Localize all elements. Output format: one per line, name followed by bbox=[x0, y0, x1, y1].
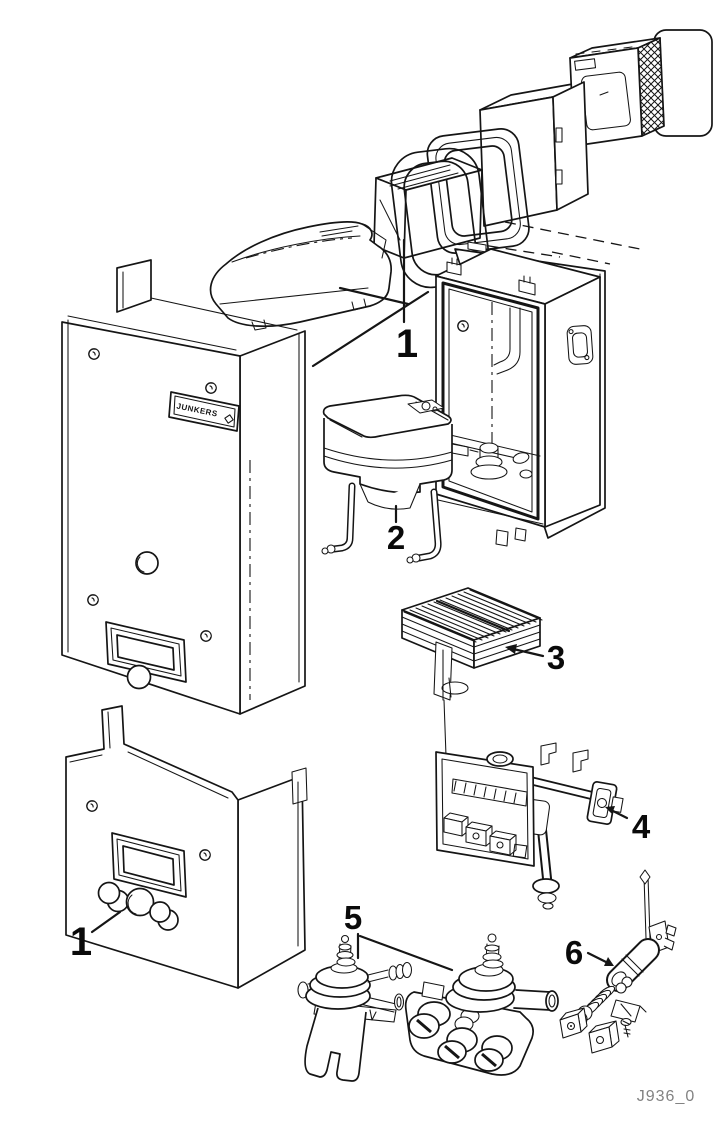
duct-box-side bbox=[552, 81, 589, 211]
inner-duct bbox=[373, 157, 483, 259]
terminal-block-2 bbox=[588, 1020, 620, 1054]
screw-head-icon bbox=[88, 348, 100, 360]
callout-1-top-label: 1 bbox=[396, 322, 418, 366]
control-knobs bbox=[97, 881, 179, 931]
terminal-block-1 bbox=[559, 1007, 588, 1039]
screw-head-icon bbox=[87, 594, 99, 606]
flue-terminal-assembly bbox=[479, 29, 713, 147]
flue-duct-assembly bbox=[373, 81, 589, 289]
water-valves: 5 bbox=[297, 899, 559, 1082]
lower-window bbox=[111, 832, 187, 898]
callout-6-label: 6 bbox=[565, 934, 583, 971]
draught-hood-cover bbox=[209, 221, 392, 331]
fins bbox=[401, 589, 543, 662]
callout-5-label: 5 bbox=[344, 899, 362, 936]
arrowhead bbox=[605, 806, 615, 814]
housing-side bbox=[544, 276, 601, 528]
arrowhead bbox=[604, 957, 614, 966]
gas-inlet-fitting bbox=[586, 781, 624, 825]
callout-4-label: 4 bbox=[632, 808, 651, 845]
brand-plate: JUNKERS bbox=[168, 391, 240, 432]
inner-housing bbox=[435, 241, 606, 547]
screw-head-icon bbox=[457, 320, 469, 332]
junkers-diamond-icon bbox=[224, 414, 234, 424]
screw-head-icon bbox=[200, 630, 212, 642]
arrowhead bbox=[505, 644, 517, 654]
knob-hole bbox=[126, 664, 152, 690]
screw bbox=[620, 1017, 632, 1038]
connector-blocks bbox=[443, 812, 528, 859]
screw-head-icon bbox=[86, 800, 98, 812]
water-valve-body bbox=[323, 418, 453, 494]
valve-assembly-right bbox=[404, 933, 559, 1076]
callout-2-label: 2 bbox=[387, 519, 405, 556]
valve-assembly-left bbox=[297, 934, 413, 1082]
heat-exchanger-block: 3 bbox=[401, 587, 565, 759]
burner-slot bbox=[451, 778, 528, 807]
sight-hole bbox=[135, 551, 159, 575]
callout-1-top: 1 bbox=[311, 238, 430, 368]
lower-casing-side bbox=[237, 775, 306, 989]
callout-1-bottom-label: 1 bbox=[70, 920, 92, 964]
drawing-code: J936_0 bbox=[637, 1088, 696, 1105]
mounting-fork bbox=[304, 1007, 367, 1082]
outer-casing-lower: 1 bbox=[65, 705, 308, 989]
back-flange bbox=[116, 259, 152, 313]
water-section-assembly: 2 bbox=[321, 394, 479, 564]
burner-manifold-assembly: 4 bbox=[435, 742, 651, 910]
screw-head-icon bbox=[199, 849, 211, 861]
side-port bbox=[566, 325, 594, 365]
pilot-burner-parts: 6 bbox=[559, 869, 677, 1054]
screw-head-icon bbox=[205, 382, 217, 394]
alignment-dashes bbox=[469, 221, 641, 265]
callout-3-label: 3 bbox=[547, 639, 565, 676]
burner-plate bbox=[435, 751, 535, 867]
outer-casing-upper: JUNKERS bbox=[61, 259, 306, 715]
control-window bbox=[105, 621, 187, 683]
